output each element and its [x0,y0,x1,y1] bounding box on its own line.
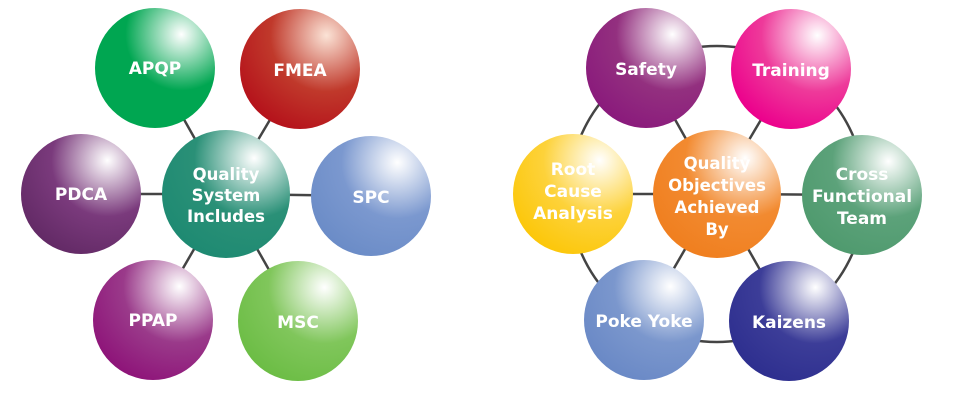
node-label: Safety [615,60,677,80]
center-label-line: By [705,220,729,239]
center-node-quality-system: Quality System Includes [162,130,290,258]
node-label: PPAP [129,311,178,331]
center-label-line: Includes [187,207,265,226]
node-label: Cause [544,182,602,202]
node-label: Functional [812,187,912,207]
right-diagram: Safety Training Root Cause Analysis Cros… [513,8,922,381]
node-root-cause-analysis: Root Cause Analysis [513,134,633,254]
node-kaizens: Kaizens [729,261,849,381]
center-label-line: Quality [193,165,260,184]
node-label: PDCA [55,185,108,205]
center-node-quality-objectives: Quality Objectives Achieved By [653,130,781,258]
node-label: Cross [836,165,889,185]
node-msc: MSC [238,261,358,381]
node-label: FMEA [273,61,327,81]
node-fmea: FMEA [240,9,360,129]
node-label: SPC [352,188,389,208]
node-label: Poke Yoke [595,312,692,332]
node-label: Training [752,61,830,81]
node-label: MSC [277,313,319,333]
node-label: Root [551,160,596,180]
node-pdca: PDCA [21,134,141,254]
node-label: Analysis [533,204,613,224]
node-poke-yoke: Poke Yoke [584,260,704,380]
center-label-line: Achieved [675,198,760,217]
node-label: APQP [129,59,182,79]
node-cross-functional-team: Cross Functional Team [802,135,922,255]
center-label-line: Objectives [668,176,766,195]
node-label: Kaizens [752,313,826,333]
node-spc: SPC [311,136,431,256]
node-safety: Safety [586,8,706,128]
center-label-line: System [192,186,261,205]
node-label: Team [837,209,887,229]
left-diagram: APQP FMEA PDCA SPC PPAP MSC Quality Syst… [21,8,431,381]
node-ppap: PPAP [93,260,213,380]
node-apqp: APQP [95,8,215,128]
center-label-line: Quality [684,154,751,173]
node-training: Training [731,9,851,129]
